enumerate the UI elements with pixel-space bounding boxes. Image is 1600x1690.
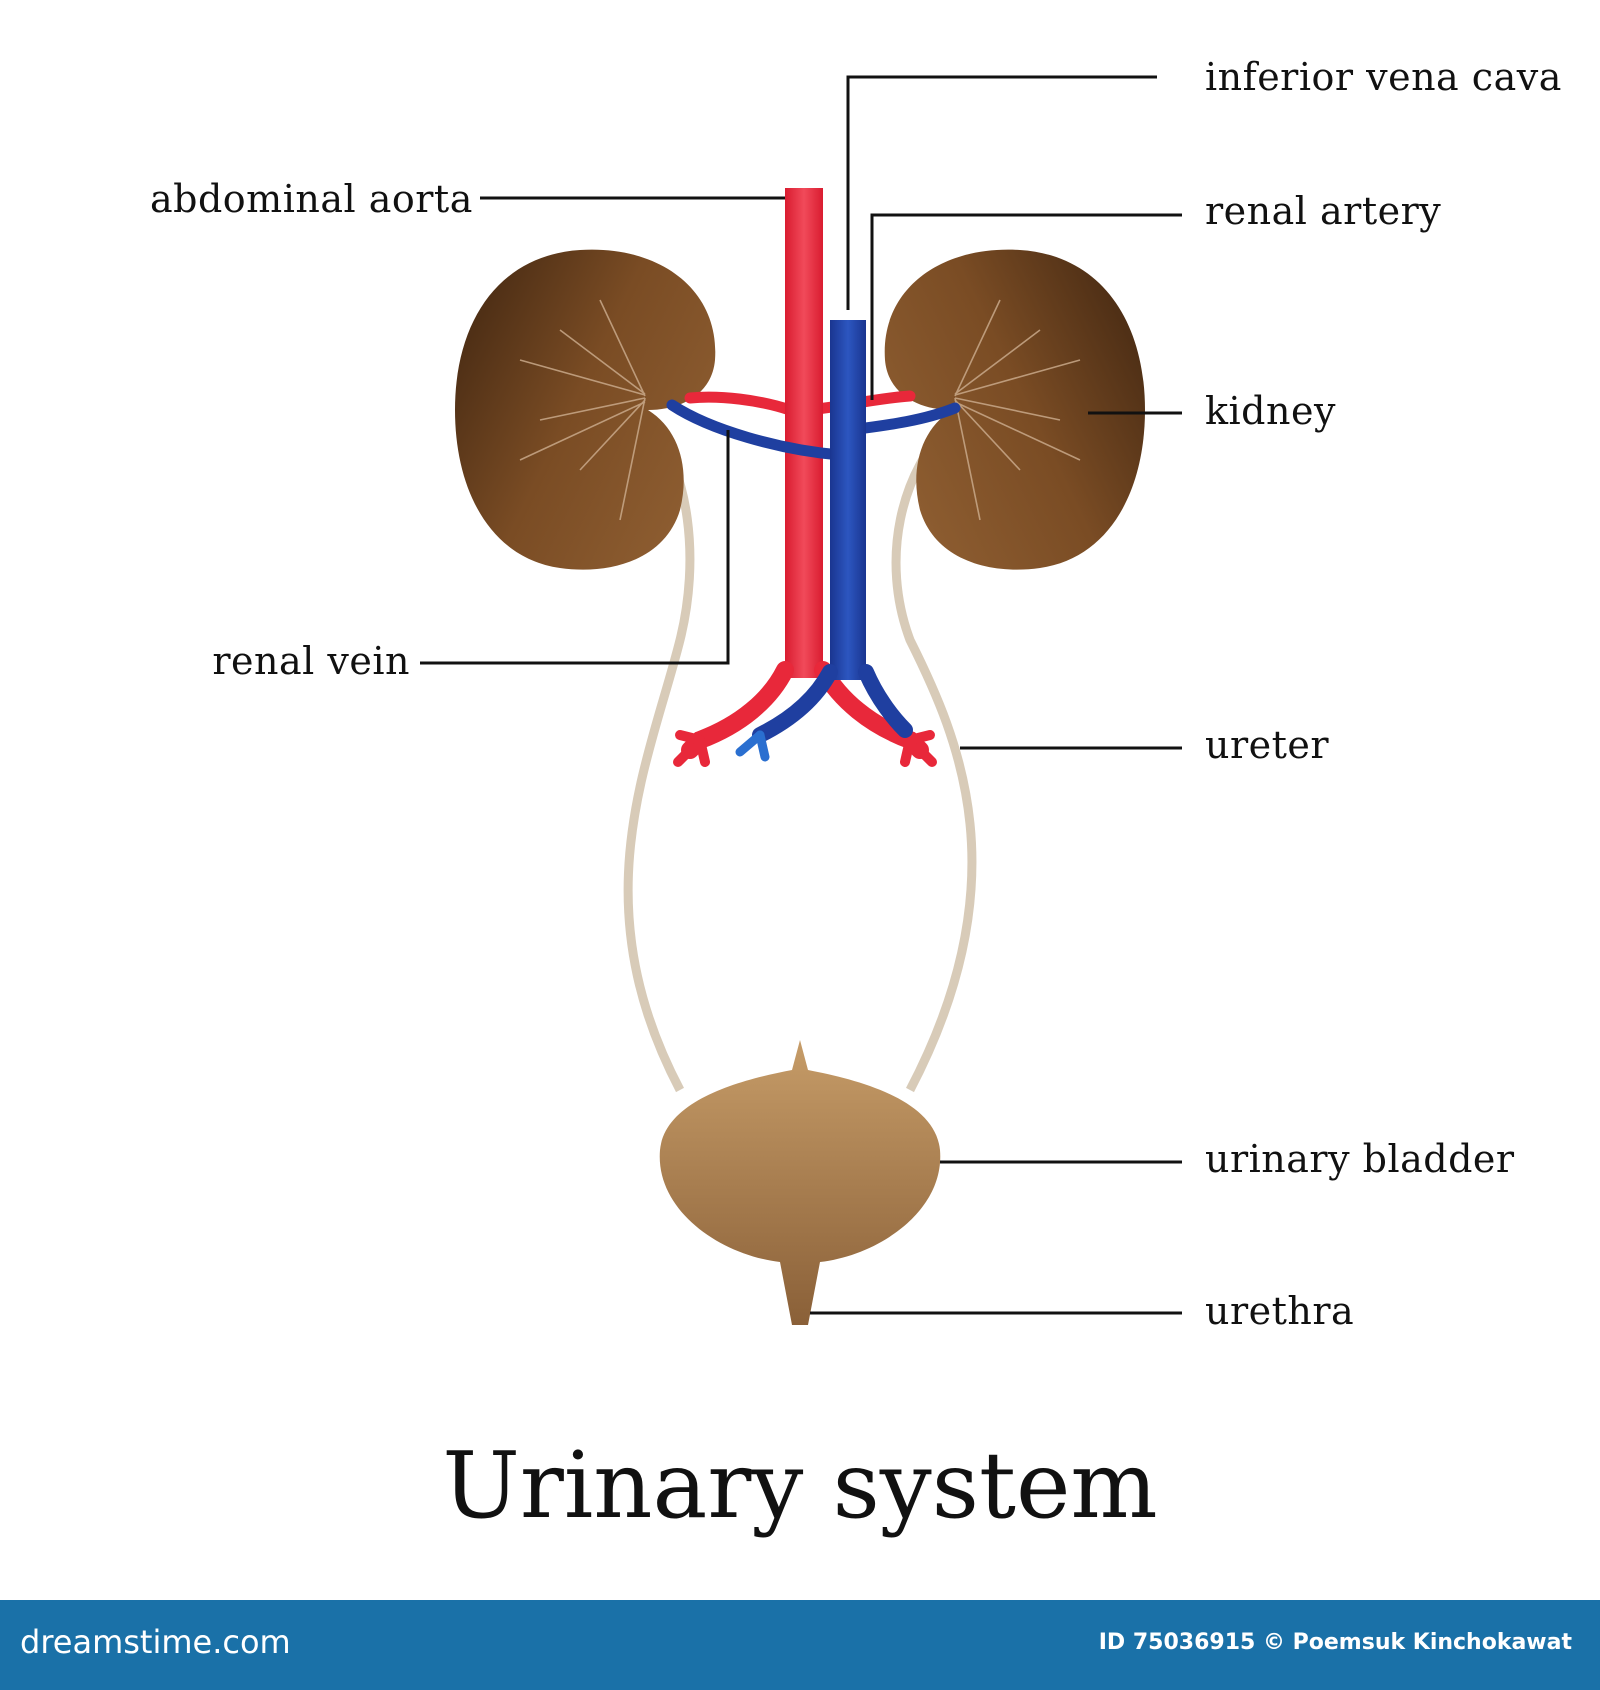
label-kidney: kidney xyxy=(1205,389,1336,433)
right-ureter xyxy=(891,416,977,1093)
abdominal-aorta xyxy=(673,188,937,767)
leader-renal-artery xyxy=(870,213,1182,400)
brand-logo-text[interactable]: dreamstime.com xyxy=(20,1623,291,1661)
label-renal-artery: renal artery xyxy=(1205,189,1442,233)
label-urinary-bladder: urinary bladder xyxy=(1205,1137,1515,1181)
leader-inferior-vena-cava xyxy=(846,75,1157,310)
label-inferior-vena-cava: inferior vena cava xyxy=(1205,55,1562,99)
left-renal-artery xyxy=(684,391,796,416)
leader-renal-vein xyxy=(420,430,730,665)
left-kidney xyxy=(455,249,716,570)
image-credit: ID 75036915 © Poemsuk Kinchokawat xyxy=(1098,1630,1572,1655)
leader-lines xyxy=(420,75,1182,1315)
footer-bar: dreamstime.com ID 75036915 © Poemsuk Kin… xyxy=(0,1600,1600,1690)
left-renal-vein xyxy=(666,399,846,461)
right-kidney xyxy=(884,249,1145,570)
label-renal-vein: renal vein xyxy=(212,639,410,683)
diagram-title: Urinary system xyxy=(442,1432,1158,1539)
label-abdominal-aorta: abdominal aorta xyxy=(150,177,473,221)
inferior-vena-cava xyxy=(735,320,913,762)
label-urethra: urethra xyxy=(1205,1289,1355,1333)
label-ureter: ureter xyxy=(1205,723,1330,767)
urinary-bladder xyxy=(659,1040,941,1325)
